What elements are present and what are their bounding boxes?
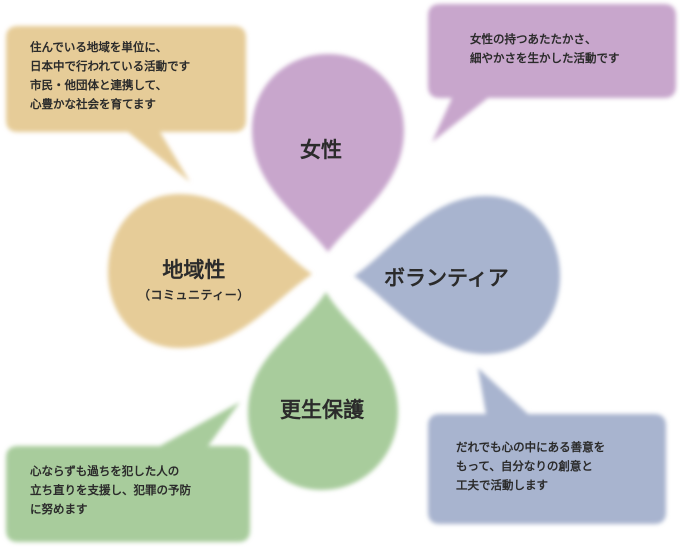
callout-line: もって、自分なりの創意と xyxy=(456,459,593,473)
callout-line: に努めます xyxy=(30,502,88,516)
petal-label-community-sub: （コミュニティー） xyxy=(138,288,250,302)
petal-label-community-main: 地域性 xyxy=(162,257,226,282)
petal-women[interactable] xyxy=(252,54,404,252)
petal-rehabilitation[interactable] xyxy=(248,292,398,490)
callout-line: 立ち直りを支援し、犯罪の予防 xyxy=(30,483,191,497)
callout-text-rehabilitation: 心ならずも過ちを犯した人の 立ち直りを支援し、犯罪の予防 に努めます xyxy=(30,462,191,519)
callout-line: 細やかさを生かした活動です xyxy=(470,51,620,65)
callout-line: 女性の持つあたたかさ、 xyxy=(470,32,597,46)
callout-bubble-community xyxy=(6,26,246,182)
callout-line: だれでも心の中にある善意を xyxy=(456,440,606,454)
petal-volunteer[interactable] xyxy=(354,196,560,354)
petal-community[interactable] xyxy=(108,194,312,348)
callout-line: 住んでいる地域を単位に、 xyxy=(30,40,168,54)
callout-text-community: 住んでいる地域を単位に、 日本中で行われている活動です 市民・他団体と連携して、… xyxy=(30,38,190,114)
callout-line: 心豊かな社会を育てます xyxy=(30,97,156,111)
callout-text-women: 女性の持つあたたかさ、 細やかさを生かした活動です xyxy=(470,30,620,68)
callout-bubble-rehabilitation xyxy=(6,402,250,542)
callout-line: 日本中で行われている活動です xyxy=(30,59,191,73)
petal-label-women: 女性 xyxy=(300,137,342,162)
petal-label-volunteer: ボランティア xyxy=(384,265,509,290)
petal-label-rehabilitation: 更生保護 xyxy=(280,397,364,422)
callout-line: 市民・他団体と連携して、 xyxy=(30,78,168,92)
callout-bubble-women xyxy=(428,4,676,142)
callout-bubble-volunteer xyxy=(428,368,666,524)
callout-line: 工夫で活動します xyxy=(456,478,548,492)
callout-line: 心ならずも過ちを犯した人の xyxy=(30,464,180,478)
callout-text-volunteer: だれでも心の中にある善意を もって、自分なりの創意と 工夫で活動します xyxy=(456,438,605,495)
petal-label-community: 地域性 （コミュニティー） xyxy=(138,254,250,303)
